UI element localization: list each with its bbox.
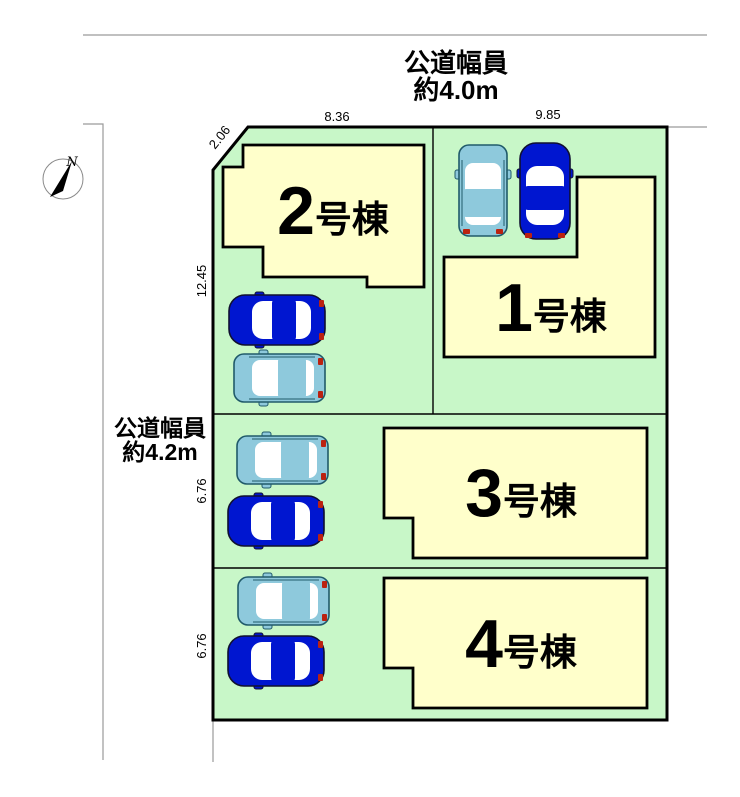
car-sedan-icon	[227, 492, 325, 550]
road-width-left-line2: 約4.2m	[122, 439, 197, 465]
car-sedan-icon	[227, 632, 325, 690]
car-suv-icon	[454, 144, 512, 237]
road-width-top-line2: 約4.0m	[413, 75, 498, 105]
compass-north-label: N	[65, 155, 78, 170]
road-width-label-left: 公道幅員 約4.2m	[114, 415, 206, 465]
car-sedan-icon	[516, 142, 574, 240]
compass-needle-icon	[50, 161, 72, 197]
building-3-footprint	[382, 426, 649, 560]
car-suv-icon	[236, 431, 329, 489]
dimension-chamfer: 2.06	[206, 123, 234, 152]
building-2-label: 2号棟	[277, 173, 390, 249]
dimension-top-right-width: 9.85	[535, 107, 560, 122]
building-4-footprint	[382, 576, 649, 710]
building-1-label: 1号棟	[495, 270, 608, 346]
road-width-left-line1: 公道幅員	[114, 415, 206, 441]
car-suv-icon	[233, 349, 326, 407]
car-sedan-icon	[228, 291, 326, 349]
road-edge-line-left	[83, 123, 104, 760]
dimension-left-upper-height: 12.45	[194, 265, 209, 298]
car-suv-icon	[237, 572, 330, 630]
building-2-footprint	[221, 143, 426, 289]
building-4-label: 4号棟	[465, 606, 578, 682]
building-1-footprint	[442, 175, 657, 359]
building-3-label: 3号棟	[465, 455, 578, 531]
road-width-label-top: 公道幅員 約4.0m	[404, 48, 508, 105]
road-width-top-line1: 公道幅員	[404, 48, 508, 78]
dimension-left-lower-height: 6.76	[194, 633, 209, 658]
dimension-top-left-width: 8.36	[324, 109, 349, 124]
dimension-left-middle-height: 6.76	[194, 478, 209, 503]
north-compass: N	[42, 155, 84, 200]
compass-circle	[42, 158, 84, 200]
